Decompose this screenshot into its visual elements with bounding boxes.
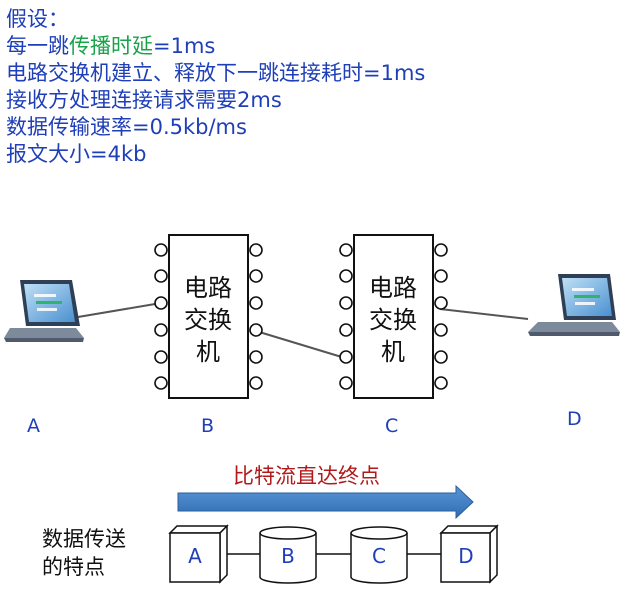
- assumption-propagation: 每一跳传播时延=1ms: [6, 33, 425, 60]
- switch-b-label-line2: 交换: [184, 306, 232, 334]
- data-transfer-label-line2: 的特点: [42, 555, 105, 579]
- bitstream-arrow: [177, 484, 474, 520]
- assumption-receiver: 接收方处理连接请求需要2ms: [6, 88, 282, 112]
- data-transfer-label: 数据传送 的特点: [42, 525, 126, 581]
- switch-c-label-line1: 电路: [369, 274, 417, 302]
- data-transfer-label-line1: 数据传送: [42, 527, 126, 551]
- circuit-switch-icon: [339, 234, 448, 399]
- node-label-a: A: [27, 415, 40, 437]
- assumption-switch-setup: 电路交换机建立、释放下一跳连接耗时=1ms: [6, 61, 426, 85]
- switch-c-label: 电路 交换 机: [363, 272, 423, 368]
- switch-b-label: 电路 交换 机: [178, 272, 238, 368]
- switch-b-label-line3: 机: [196, 338, 220, 366]
- assumption-propagation-highlight: 传播时延: [69, 34, 153, 58]
- link-c-d: [439, 308, 529, 320]
- assumption-size: 报文大小=4kb: [6, 142, 147, 166]
- circuit-switch-icon: [154, 234, 263, 399]
- packet-label-c: C: [372, 544, 386, 568]
- switch-c-label-line3: 机: [381, 338, 405, 366]
- switch-c-label-line2: 交换: [369, 306, 417, 334]
- packet-box-a: [168, 524, 229, 584]
- assumption-rate: 数据传输速率=0.5kb/ms: [6, 115, 247, 139]
- link-a-b: [77, 302, 162, 318]
- assumptions-block: 假设： 每一跳传播时延=1ms 电路交换机建立、释放下一跳连接耗时=1ms 接收…: [6, 6, 425, 168]
- packet-cylinder-b: [259, 526, 317, 584]
- assumption-propagation-value: =1ms: [153, 34, 216, 58]
- packet-label-b: B: [281, 544, 295, 568]
- node-label-b: B: [201, 415, 215, 437]
- assumptions-heading: 假设：: [6, 7, 69, 31]
- laptop-icon: [4, 280, 84, 342]
- laptop-icon: [528, 274, 620, 336]
- switch-b-label-line1: 电路: [184, 274, 232, 302]
- assumption-propagation-pre: 每一跳: [6, 34, 69, 58]
- flow-title: 比特流直达终点: [233, 464, 380, 488]
- packet-label-d: D: [458, 544, 474, 568]
- link-b-c: [255, 330, 346, 359]
- node-label-d: D: [567, 408, 582, 430]
- packet-box-d: [439, 524, 499, 584]
- packet-label-a: A: [188, 544, 202, 568]
- node-label-c: C: [385, 415, 399, 437]
- packet-cylinder-c: [350, 526, 408, 584]
